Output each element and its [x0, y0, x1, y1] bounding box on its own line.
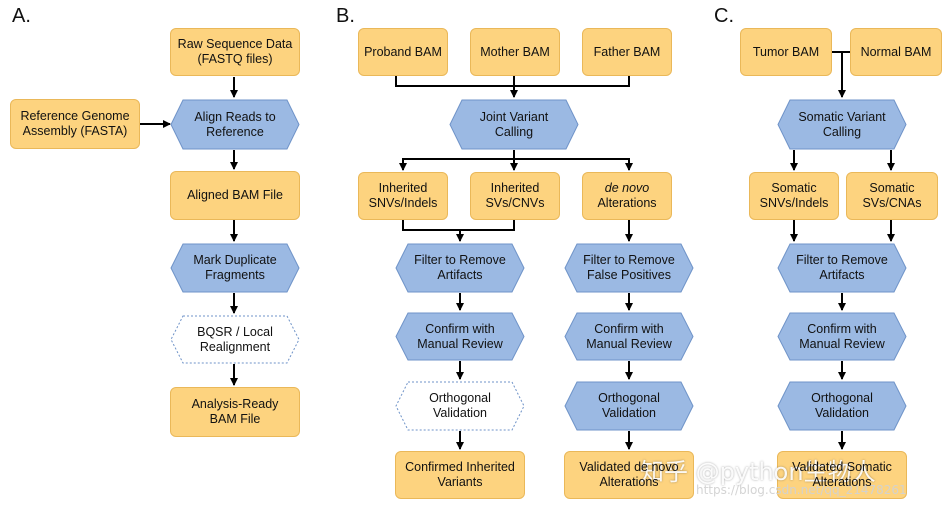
watermark-text: 知乎 @python生物人: [640, 458, 876, 486]
filter-false-positives-step: Filter to Remove False Positives: [564, 243, 694, 293]
validated-de-novo-label: Validated de novo Alterations: [579, 460, 679, 489]
proband-bam-box: Proband BAM: [358, 28, 448, 76]
orthogonal-validation-label-c: Orthogonal Validation: [811, 391, 873, 420]
confirm-manual-review-step-b-right: Confirm with Manual Review: [564, 312, 694, 361]
normal-bam-box: Normal BAM: [850, 28, 942, 76]
somatic-variant-calling-step: Somatic Variant Calling: [777, 99, 907, 150]
normal-bam-label: Normal BAM: [860, 44, 932, 59]
confirmed-inherited-variants-box: Confirmed Inherited Variants: [395, 451, 525, 499]
raw-sequence-data-box: Raw Sequence Data (FASTQ files): [170, 28, 300, 76]
father-bam-label: Father BAM: [593, 44, 661, 59]
orthogonal-validation-label-b-left: Orthogonal Validation: [429, 391, 491, 420]
de-novo-alterations-text: Alterations: [597, 196, 657, 210]
panel-label-c: C.: [714, 5, 734, 27]
validated-de-novo-box: Validated de novo Alterations: [564, 451, 694, 499]
filter-artifacts-step-b: Filter to Remove Artifacts: [395, 243, 525, 293]
somatic-snvs-label: Somatic SNVs/Indels: [759, 181, 829, 210]
inherited-snvs-box: Inherited SNVs/Indels: [358, 172, 448, 220]
inherited-snvs-label: Inherited SNVs/Indels: [368, 181, 438, 210]
bqsr-label: BQSR / Local Realignment: [197, 324, 273, 354]
filter-artifacts-label-b: Filter to Remove Artifacts: [414, 253, 506, 282]
de-novo-italic-text: de novo: [604, 181, 650, 195]
orthogonal-validation-step-b-right: Orthogonal Validation: [564, 381, 694, 431]
confirm-manual-review-label-c: Confirm with Manual Review: [799, 321, 885, 351]
align-reads-label: Align Reads to Reference: [194, 109, 276, 139]
mark-duplicate-step: Mark Duplicate Fragments: [170, 243, 300, 293]
filter-artifacts-label-c: Filter to Remove Artifacts: [796, 253, 888, 282]
orthogonal-validation-step-c: Orthogonal Validation: [777, 381, 907, 431]
aligned-bam-label: Aligned BAM File: [187, 188, 283, 202]
aligned-bam-box: Aligned BAM File: [170, 171, 300, 220]
analysis-ready-bam-box: Analysis-Ready BAM File: [170, 387, 300, 437]
reference-genome-label: Reference Genome Assembly (FASTA): [20, 109, 130, 138]
somatic-svs-label: Somatic SVs/CNAs: [862, 181, 922, 210]
somatic-snvs-box: Somatic SNVs/Indels: [749, 172, 839, 220]
analysis-ready-bam-label: Analysis-Ready BAM File: [191, 397, 279, 426]
confirm-manual-review-label-b-left: Confirm with Manual Review: [417, 321, 503, 351]
orthogonal-validation-step-b-left: Orthogonal Validation: [395, 381, 525, 431]
confirmed-inherited-variants-label: Confirmed Inherited Variants: [405, 460, 515, 489]
raw-sequence-data-label: Raw Sequence Data (FASTQ files): [177, 37, 293, 66]
filter-false-positives-label: Filter to Remove False Positives: [583, 253, 675, 282]
panel-label-b: B.: [336, 5, 355, 27]
somatic-svs-box: Somatic SVs/CNAs: [846, 172, 938, 220]
mother-bam-box: Mother BAM: [470, 28, 560, 76]
proband-bam-label: Proband BAM: [364, 44, 442, 59]
joint-variant-calling-step: Joint Variant Calling: [449, 99, 579, 150]
confirm-manual-review-step-b-left: Confirm with Manual Review: [395, 312, 525, 361]
joint-variant-calling-label: Joint Variant Calling: [479, 109, 549, 139]
inherited-svs-box: Inherited SVs/CNVs: [470, 172, 560, 220]
confirm-manual-review-label-b-right: Confirm with Manual Review: [586, 321, 672, 351]
align-reads-step: Align Reads to Reference: [170, 99, 300, 150]
orthogonal-validation-label-b-right: Orthogonal Validation: [598, 391, 660, 420]
bqsr-step: BQSR / Local Realignment: [170, 315, 300, 364]
inherited-svs-label: Inherited SVs/CNVs: [485, 181, 545, 210]
reference-genome-box: Reference Genome Assembly (FASTA): [10, 99, 140, 149]
mark-duplicate-label: Mark Duplicate Fragments: [193, 253, 277, 282]
watermark-url: https://blog.csdn.net/qq_21478261: [696, 483, 907, 497]
tumor-bam-box: Tumor BAM: [740, 28, 832, 76]
mother-bam-label: Mother BAM: [480, 44, 550, 59]
validated-somatic-box: Validated Somatic Alterations: [777, 451, 907, 499]
validated-somatic-label: Validated Somatic Alterations: [792, 460, 892, 489]
tumor-bam-label: Tumor BAM: [752, 44, 820, 59]
filter-artifacts-step-c: Filter to Remove Artifacts: [777, 243, 907, 293]
confirm-manual-review-step-c: Confirm with Manual Review: [777, 312, 907, 361]
father-bam-box: Father BAM: [582, 28, 672, 76]
somatic-variant-calling-label: Somatic Variant Calling: [798, 109, 886, 139]
panel-label-a: A.: [12, 5, 31, 27]
